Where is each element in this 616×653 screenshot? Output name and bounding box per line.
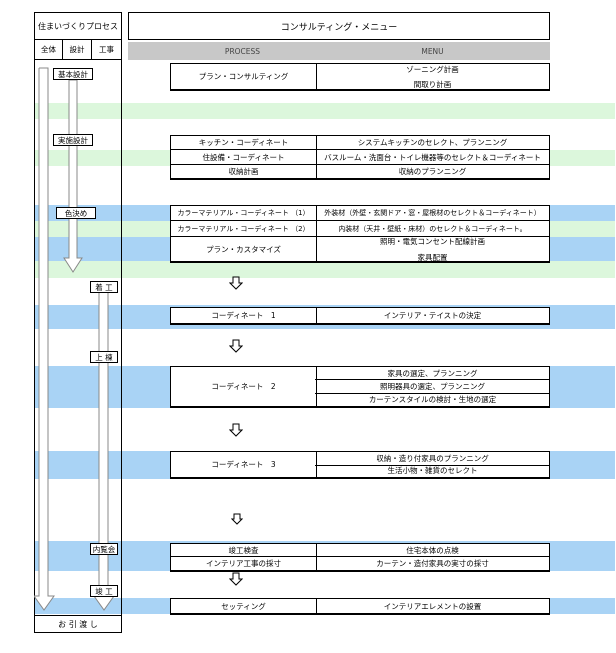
process-cell: プラン・コンサルティング xyxy=(171,64,317,89)
band-green xyxy=(35,103,615,119)
stage-completion: 竣 工 xyxy=(90,585,118,597)
flow-arrows xyxy=(34,67,115,611)
divider xyxy=(315,393,550,394)
menu-cell: 内装材（天井・壁紙・床材）のセレクト＆コーディネート。 xyxy=(338,224,527,233)
menu-cell: システムキッチンのセレクト、プランニング xyxy=(357,138,508,147)
process-cell: インテリア工事の採寸 xyxy=(171,557,317,570)
down-arrow-icon xyxy=(229,276,243,290)
table-row: 竣工検査 住宅本体の点検 xyxy=(170,543,550,557)
process-cell: 竣工検査 xyxy=(171,544,317,556)
overall-arrow-icon xyxy=(34,67,55,611)
menu-cell: インテリアエレメントの設置 xyxy=(383,601,482,611)
table-row: プラン・カスタマイズ 照明・電気コンセント配線計画 家具配置 xyxy=(170,237,550,263)
menu-item: 生活小物・雑貨のセレクト xyxy=(387,466,478,476)
down-arrow-icon xyxy=(229,423,243,437)
process-cell: カラーマテリアル・コーディネート （2） xyxy=(171,221,317,236)
table-row: 住設備・コーディネート バスルーム・洗面台・トイレ機器等のセレクト＆コーディネー… xyxy=(170,150,550,165)
table-row: プラン・コンサルティング ゾーニング計画 間取り計画 xyxy=(170,63,550,91)
table-row: カラーマテリアル・コーディネート （2） 内装材（天井・壁紙・床材）のセレクト＆… xyxy=(170,221,550,237)
table-row: コーディネート 1 インテリア・テイストの決定 xyxy=(170,307,550,325)
menu-cell: 外装材（外壁・玄関ドア・窓・屋根材のセレクト＆コーディネート） xyxy=(324,209,541,217)
process-cell: プラン・カスタマイズ xyxy=(171,237,317,261)
menu-header: MENU xyxy=(421,46,444,56)
menu-item: 照明器具の選定、プランニング xyxy=(380,382,485,391)
column-all: 全体 xyxy=(34,40,63,60)
divider xyxy=(315,379,550,380)
menu-item: 間取り計画 xyxy=(413,79,452,89)
divider xyxy=(315,465,550,466)
design-arrow-icon xyxy=(63,79,83,273)
menu-cell: インテリア・テイストの決定 xyxy=(383,311,482,320)
menu-cell: 住宅本体の点検 xyxy=(406,545,459,555)
table-row: コーディネート 2 家具の選定、プランニング 照明器具の選定、プランニング カー… xyxy=(170,366,550,408)
construction-arrow-icon xyxy=(93,291,115,611)
menu-cell: カーテン・造付家具の実寸の採寸 xyxy=(376,559,489,568)
menu-cell: 家具の選定、プランニング 照明器具の選定、プランニング カーテンスタイルの検討・… xyxy=(316,367,549,406)
down-arrow-icon xyxy=(231,513,243,525)
menu-item: 家具配置 xyxy=(417,252,448,262)
process-cell: 住設備・コーディネート xyxy=(171,150,317,164)
stage-framing: 上 棟 xyxy=(90,351,118,363)
column-construction: 工事 xyxy=(92,40,122,60)
process-cell: コーディネート 1 xyxy=(171,308,317,323)
menu-cell: ゾーニング計画 間取り計画 xyxy=(316,64,549,89)
menu-item: 収納・造り付家具のプランニング xyxy=(376,453,489,463)
down-arrow-icon xyxy=(229,339,243,353)
menu-cell: バスルーム・洗面台・トイレ機器等のセレクト＆コーディネート xyxy=(324,152,541,162)
process-header: PROCESS xyxy=(224,46,261,56)
menu-cell: 照明・電気コンセント配線計画 家具配置 xyxy=(316,236,549,262)
stage-color-decision: 色決め xyxy=(56,207,96,219)
process-cell: カラーマテリアル・コーディネート （1） xyxy=(171,206,317,220)
down-arrow-icon xyxy=(229,572,243,586)
stage-construction-start: 着 工 xyxy=(90,281,118,293)
menu-item: 家具の選定、プランニング xyxy=(387,369,478,378)
menu-cell: 収納・造り付家具のプランニング 生活小物・雑貨のセレクト xyxy=(316,452,549,477)
process-panel-title: 住まいづくりプロセス xyxy=(34,12,122,40)
menu-title: コンサルティング・メニュー xyxy=(128,12,550,40)
band-green xyxy=(35,261,615,278)
column-design: 設計 xyxy=(63,40,92,60)
process-cell: セッティング xyxy=(171,599,317,613)
menu-item: 照明・電気コンセント配線計画 xyxy=(380,236,485,246)
table-row: キッチン・コーディネート システムキッチンのセレクト、プランニング xyxy=(170,135,550,150)
table-row: 収納計画 収納のプランニング xyxy=(170,165,550,180)
column-header-bar xyxy=(128,42,550,60)
process-cell: コーディネート 2 xyxy=(171,367,317,406)
table-row: インテリア工事の採寸 カーテン・造付家具の実寸の採寸 xyxy=(170,557,550,572)
menu-item: ゾーニング計画 xyxy=(406,64,459,74)
process-cell: 収納計画 xyxy=(171,165,317,178)
process-cell: キッチン・コーディネート xyxy=(171,136,317,149)
menu-cell: 収納のプランニング xyxy=(398,167,467,176)
stage-detail-design: 実施設計 xyxy=(53,134,93,146)
table-row: セッティング インテリアエレメントの設置 xyxy=(170,598,550,615)
handover-label: お 引 渡 し xyxy=(34,615,122,633)
stage-inspection: 内覧会 xyxy=(90,543,118,555)
table-row: カラーマテリアル・コーディネート （1） 外装材（外壁・玄関ドア・窓・屋根材のセ… xyxy=(170,205,550,221)
menu-item: カーテンスタイルの検討・生地の選定 xyxy=(368,395,497,404)
stage-basic-design: 基本設計 xyxy=(53,68,93,80)
process-cell: コーディネート 3 xyxy=(171,452,317,477)
